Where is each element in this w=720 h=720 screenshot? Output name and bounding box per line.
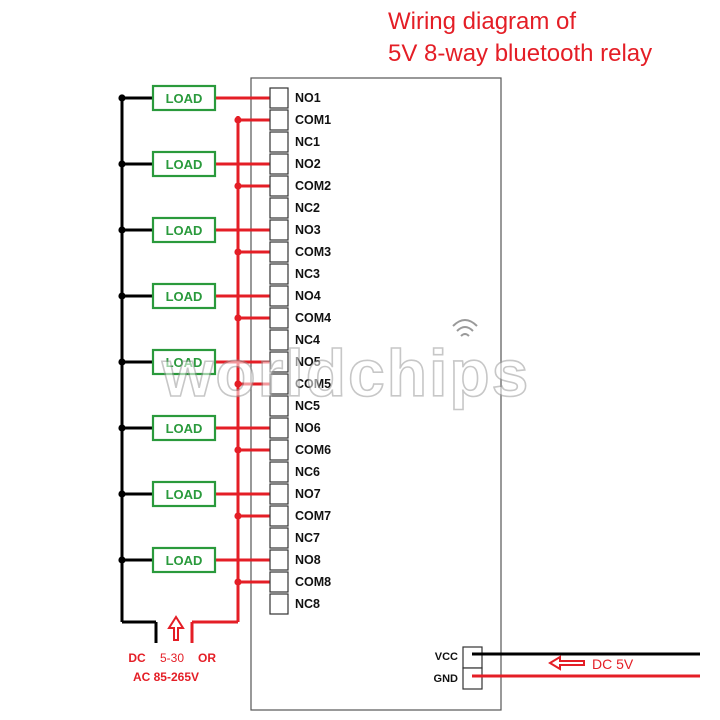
terminal-nc6-label: NC6: [295, 465, 320, 479]
red-junction-dot: [234, 446, 242, 454]
black-junction-dot: [118, 292, 126, 300]
load-4-box: [151, 282, 217, 310]
black-junction-dot: [118, 424, 126, 432]
terminal-nc1-label: NC1: [295, 135, 320, 149]
diagram-title-line-2: 5V 8-way bluetooth relay: [388, 40, 653, 67]
gnd-label: GND: [434, 673, 459, 685]
red-junction-dot: [234, 578, 242, 586]
terminal-com7-box: [269, 505, 289, 527]
diagram-title-line-1: Wiring diagram of: [388, 8, 577, 35]
terminal-no6-label: NO6: [295, 421, 321, 435]
red-junction-dot: [234, 116, 242, 124]
black-junction-dot: [118, 490, 126, 498]
terminal-no4-label: NO4: [295, 289, 321, 303]
terminal-no5-label: NO5: [295, 355, 321, 369]
terminal-com1-label: COM1: [295, 113, 331, 127]
terminal-no3-box: [269, 219, 289, 241]
terminal-nc5-box: [269, 395, 289, 417]
load-5-box: [151, 348, 217, 376]
terminal-no6-box: [269, 417, 289, 439]
terminal-nc6-box: [269, 461, 289, 483]
watermark: worldchips: [161, 336, 531, 410]
terminal-nc3-box: [269, 263, 289, 285]
load-6-label: LOAD: [166, 421, 203, 436]
load-3-label: LOAD: [166, 223, 203, 238]
terminal-com6-box: [269, 439, 289, 461]
load-5-label: LOAD: [166, 355, 203, 370]
supply-or-label: OR: [198, 651, 216, 665]
terminal-com8-label: COM8: [295, 575, 331, 589]
terminal-com3-label: COM3: [295, 245, 331, 259]
red-junction-dot: [234, 512, 242, 520]
terminal-com7-label: COM7: [295, 509, 331, 523]
terminal-no1-box: [269, 87, 289, 109]
terminal-nc4-label: NC4: [295, 333, 320, 347]
black-junction-dot: [118, 226, 126, 234]
red-junction-dot: [234, 380, 242, 388]
terminal-com2-label: COM2: [295, 179, 331, 193]
terminal-no1-label: NO1: [295, 91, 321, 105]
terminal-no8-label: NO8: [295, 553, 321, 567]
load-2-box: [151, 150, 217, 178]
terminal-no2-label: NO2: [295, 157, 321, 171]
load-1-label: LOAD: [166, 91, 203, 106]
load-7-box: [151, 480, 217, 508]
load-8-label: LOAD: [166, 553, 203, 568]
wifi-icon: [452, 319, 478, 337]
terminal-no5-box: [269, 351, 289, 373]
terminal-nc8-box: [269, 593, 289, 615]
terminal-nc2-label: NC2: [295, 201, 320, 215]
load-3-box: [151, 216, 217, 244]
black-junction-dot: [118, 358, 126, 366]
terminal-nc3-label: NC3: [295, 267, 320, 281]
terminal-nc7-label: NC7: [295, 531, 320, 545]
supply-range-label: 5-30: [160, 651, 184, 665]
terminal-com2-box: [269, 175, 289, 197]
vcc-terminal: [462, 646, 483, 669]
terminal-com3-box: [269, 241, 289, 263]
red-junction-dot: [234, 248, 242, 256]
load-4-label: LOAD: [166, 289, 203, 304]
terminal-com5-box: [269, 373, 289, 395]
supply-ac-label: AC 85-265V: [133, 670, 199, 684]
red-junction-dot: [234, 182, 242, 190]
module-power-label: DC 5V: [592, 656, 634, 672]
vcc-label: VCC: [435, 651, 458, 663]
terminal-no4-box: [269, 285, 289, 307]
black-junction-dot: [118, 556, 126, 564]
red-junction-dot: [234, 314, 242, 322]
black-junction-dot: [118, 160, 126, 168]
dc5v-arrow-icon: [548, 655, 585, 671]
terminal-no2-box: [269, 153, 289, 175]
terminal-com1-box: [269, 109, 289, 131]
terminal-com6-label: COM6: [295, 443, 331, 457]
gnd-terminal: [462, 667, 483, 690]
load-1-box: [151, 84, 217, 112]
terminal-no7-label: NO7: [295, 487, 321, 501]
terminal-nc2-box: [269, 197, 289, 219]
terminal-no8-box: [269, 549, 289, 571]
terminal-nc7-box: [269, 527, 289, 549]
load-6-box: [151, 414, 217, 442]
terminal-no7-box: [269, 483, 289, 505]
load-8-box: [151, 546, 217, 574]
terminal-com4-label: COM4: [295, 311, 331, 325]
terminal-com4-box: [269, 307, 289, 329]
relay-board: [250, 77, 502, 711]
terminal-nc5-label: NC5: [295, 399, 320, 413]
load-7-label: LOAD: [166, 487, 203, 502]
terminal-com8-box: [269, 571, 289, 593]
terminal-nc1-box: [269, 131, 289, 153]
supply-arrow-icon: [167, 615, 185, 641]
supply-dc-label: DC: [128, 651, 146, 665]
terminal-com5-label: COM5: [295, 377, 331, 391]
terminal-nc4-box: [269, 329, 289, 351]
terminal-no3-label: NO3: [295, 223, 321, 237]
black-junction-dot: [118, 94, 126, 102]
terminal-nc8-label: NC8: [295, 597, 320, 611]
load-2-label: LOAD: [166, 157, 203, 172]
